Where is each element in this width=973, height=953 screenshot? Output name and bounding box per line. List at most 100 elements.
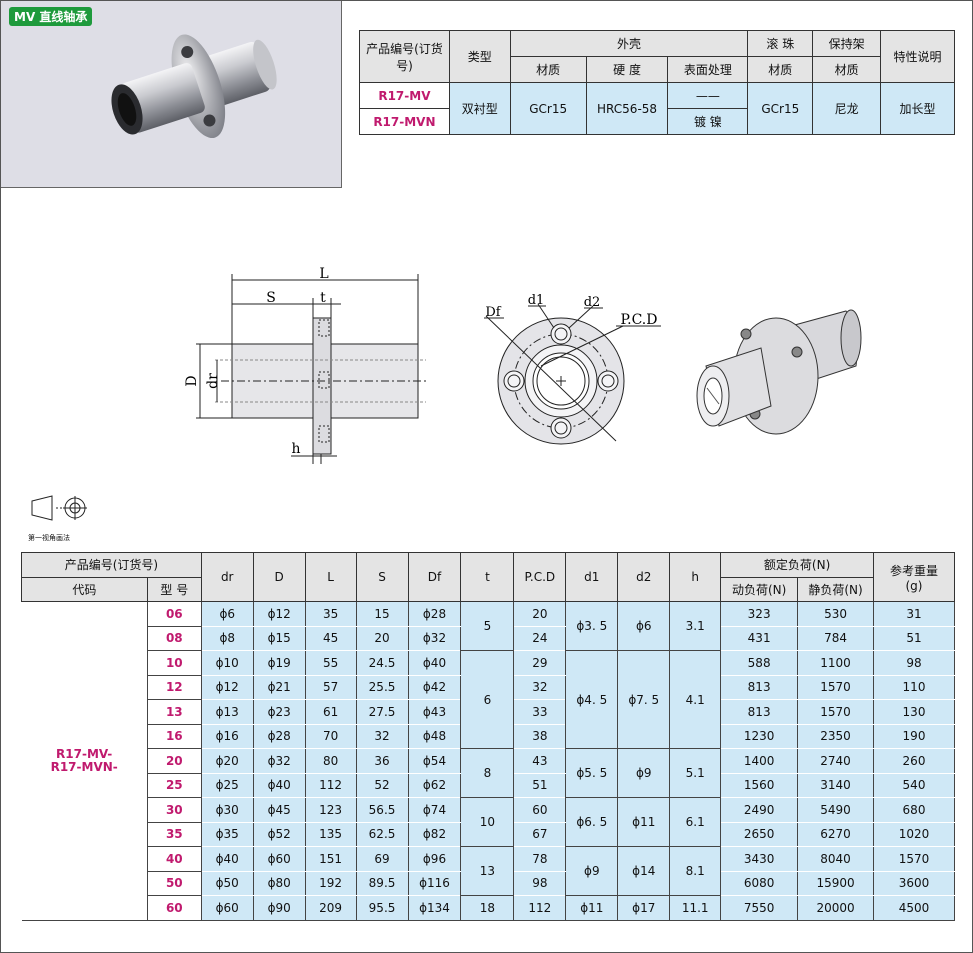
projection-symbol: 第一视角画法 — [28, 493, 98, 543]
order-code-prefix: R17-MV- R17-MVN- — [21, 601, 148, 921]
dim-header-code-group: 产品编号(订货号) — [21, 552, 202, 578]
table-row: 25 ϕ25 ϕ40 112 52 ϕ62 51 1560 3140 540 — [22, 772, 955, 798]
weight-cell: 130 — [873, 699, 955, 725]
model-cell: 50 — [146, 870, 202, 896]
d2-cell: ϕ6 — [617, 601, 671, 651]
table-row: 60 ϕ60 ϕ90 209 95.5 ϕ134 18 112 ϕ11 ϕ17 … — [22, 895, 955, 921]
dyn-cell: 323 — [720, 601, 799, 627]
S-cell: 52 — [355, 772, 409, 798]
d1-cell: ϕ4. 5 — [565, 650, 619, 749]
dim-header-h: h — [669, 552, 722, 602]
table-row: 12 ϕ12 ϕ21 57 25.5 ϕ42 32 813 1570 110 — [22, 674, 955, 700]
D-cell: ϕ21 — [252, 674, 306, 700]
dyn-cell: 2490 — [720, 797, 799, 823]
dim-header-model: 型 号 — [146, 576, 202, 602]
Df-cell: ϕ82 — [407, 821, 462, 847]
dyn-cell: 6080 — [720, 870, 799, 896]
spec-header-feature: 特性说明 — [880, 30, 955, 83]
dim-label-t: t — [320, 290, 326, 306]
L-cell: 192 — [304, 870, 357, 896]
bearing-photo — [111, 34, 277, 139]
L-cell: 61 — [304, 699, 357, 725]
dyn-cell: 813 — [720, 699, 799, 725]
stat-cell: 8040 — [797, 846, 874, 872]
dim-header-dyn: 动负荷(N) — [720, 576, 799, 602]
t-cell: 5 — [460, 601, 515, 651]
dim-label-S: S — [266, 290, 276, 306]
dr-cell: ϕ12 — [200, 674, 254, 700]
dim-header-D: D — [252, 552, 306, 602]
d2-cell: ϕ7. 5 — [617, 650, 671, 749]
L-cell: 70 — [304, 723, 357, 749]
D-cell: ϕ60 — [252, 846, 306, 872]
dr-cell: ϕ13 — [200, 699, 254, 725]
D-cell: ϕ12 — [252, 601, 306, 627]
D-cell: ϕ32 — [252, 748, 306, 774]
weight-cell: 110 — [873, 674, 955, 700]
dyn-cell: 7550 — [720, 895, 799, 921]
h-cell: 5.1 — [669, 748, 722, 798]
spec-hardness: HRC56-58 — [585, 82, 669, 135]
Df-cell: ϕ74 — [407, 797, 462, 823]
dim-header-load: 额定负荷(N) — [720, 552, 874, 578]
S-cell: 24.5 — [355, 650, 409, 676]
spec-feature: 加长型 — [880, 82, 955, 135]
h-cell: 11.1 — [669, 895, 722, 921]
stat-cell: 1570 — [797, 699, 874, 725]
isometric-view-drawing — [696, 309, 862, 435]
dyn-cell: 813 — [720, 674, 799, 700]
L-cell: 151 — [304, 846, 357, 872]
L-cell: 55 — [304, 650, 357, 676]
weight-cell: 51 — [873, 625, 955, 651]
pcd-cell: 29 — [513, 650, 567, 676]
dyn-cell: 3430 — [720, 846, 799, 872]
d1-cell: ϕ11 — [565, 895, 619, 921]
spec-header-shell: 外壳 — [509, 30, 749, 57]
stat-cell: 15900 — [797, 870, 874, 896]
dim-header-weight-label: 参考重量 — [889, 563, 938, 578]
weight-cell: 4500 — [873, 895, 955, 921]
pcd-cell: 38 — [513, 723, 567, 749]
Df-cell: ϕ48 — [407, 723, 462, 749]
spec-code-mv: R17-MV — [359, 82, 450, 109]
dyn-cell: 1230 — [720, 723, 799, 749]
spec-type: 双衬型 — [448, 82, 511, 135]
dr-cell: ϕ6 — [200, 601, 254, 627]
D-cell: ϕ52 — [252, 821, 306, 847]
table-row: 35 ϕ35 ϕ52 135 62.5 ϕ82 67 2650 6270 102… — [22, 821, 955, 847]
h-cell: 4.1 — [669, 650, 722, 749]
stat-cell: 6270 — [797, 821, 874, 847]
pcd-cell: 24 — [513, 625, 567, 651]
dyn-cell: 1400 — [720, 748, 799, 774]
spec-surface-mv: —— — [667, 82, 749, 109]
pcd-cell: 98 — [513, 870, 567, 896]
stat-cell: 3140 — [797, 772, 874, 798]
D-cell: ϕ45 — [252, 797, 306, 823]
d1-cell: ϕ3. 5 — [565, 601, 619, 651]
weight-cell: 190 — [873, 723, 955, 749]
dim-label-D: D — [184, 375, 200, 386]
stat-cell: 2350 — [797, 723, 874, 749]
table-row: 20 ϕ20 ϕ32 80 36 ϕ54 8 43 ϕ5. 5 ϕ9 5.1 1… — [22, 748, 955, 798]
spec-header-cage-material: 材质 — [812, 56, 882, 83]
L-cell: 80 — [304, 748, 357, 774]
D-cell: ϕ40 — [252, 772, 306, 798]
Df-cell: ϕ96 — [407, 846, 462, 872]
pcd-cell: 32 — [513, 674, 567, 700]
Df-cell: ϕ28 — [407, 601, 462, 627]
stat-cell: 2740 — [797, 748, 874, 774]
weight-cell: 680 — [873, 797, 955, 823]
table-row: 50 ϕ50 ϕ80 192 89.5 ϕ116 98 6080 15900 3… — [22, 870, 955, 896]
d2-cell: ϕ9 — [617, 748, 671, 798]
spec-header-ball-material: 材质 — [747, 56, 814, 83]
dimension-table-body: R17-MV- R17-MVN- 06 ϕ6 ϕ12 35 15 ϕ28 5 2… — [21, 601, 955, 921]
dr-cell: ϕ16 — [200, 723, 254, 749]
d1-cell: ϕ5. 5 — [565, 748, 619, 798]
dim-label-Df: Df — [485, 305, 501, 320]
order-code-mv: R17-MV- — [56, 746, 113, 761]
dr-cell: ϕ25 — [200, 772, 254, 798]
h-cell: 3.1 — [669, 601, 722, 651]
dim-label-d2: d2 — [584, 295, 601, 310]
dim-label-h: h — [291, 441, 300, 457]
stat-cell: 1100 — [797, 650, 874, 676]
